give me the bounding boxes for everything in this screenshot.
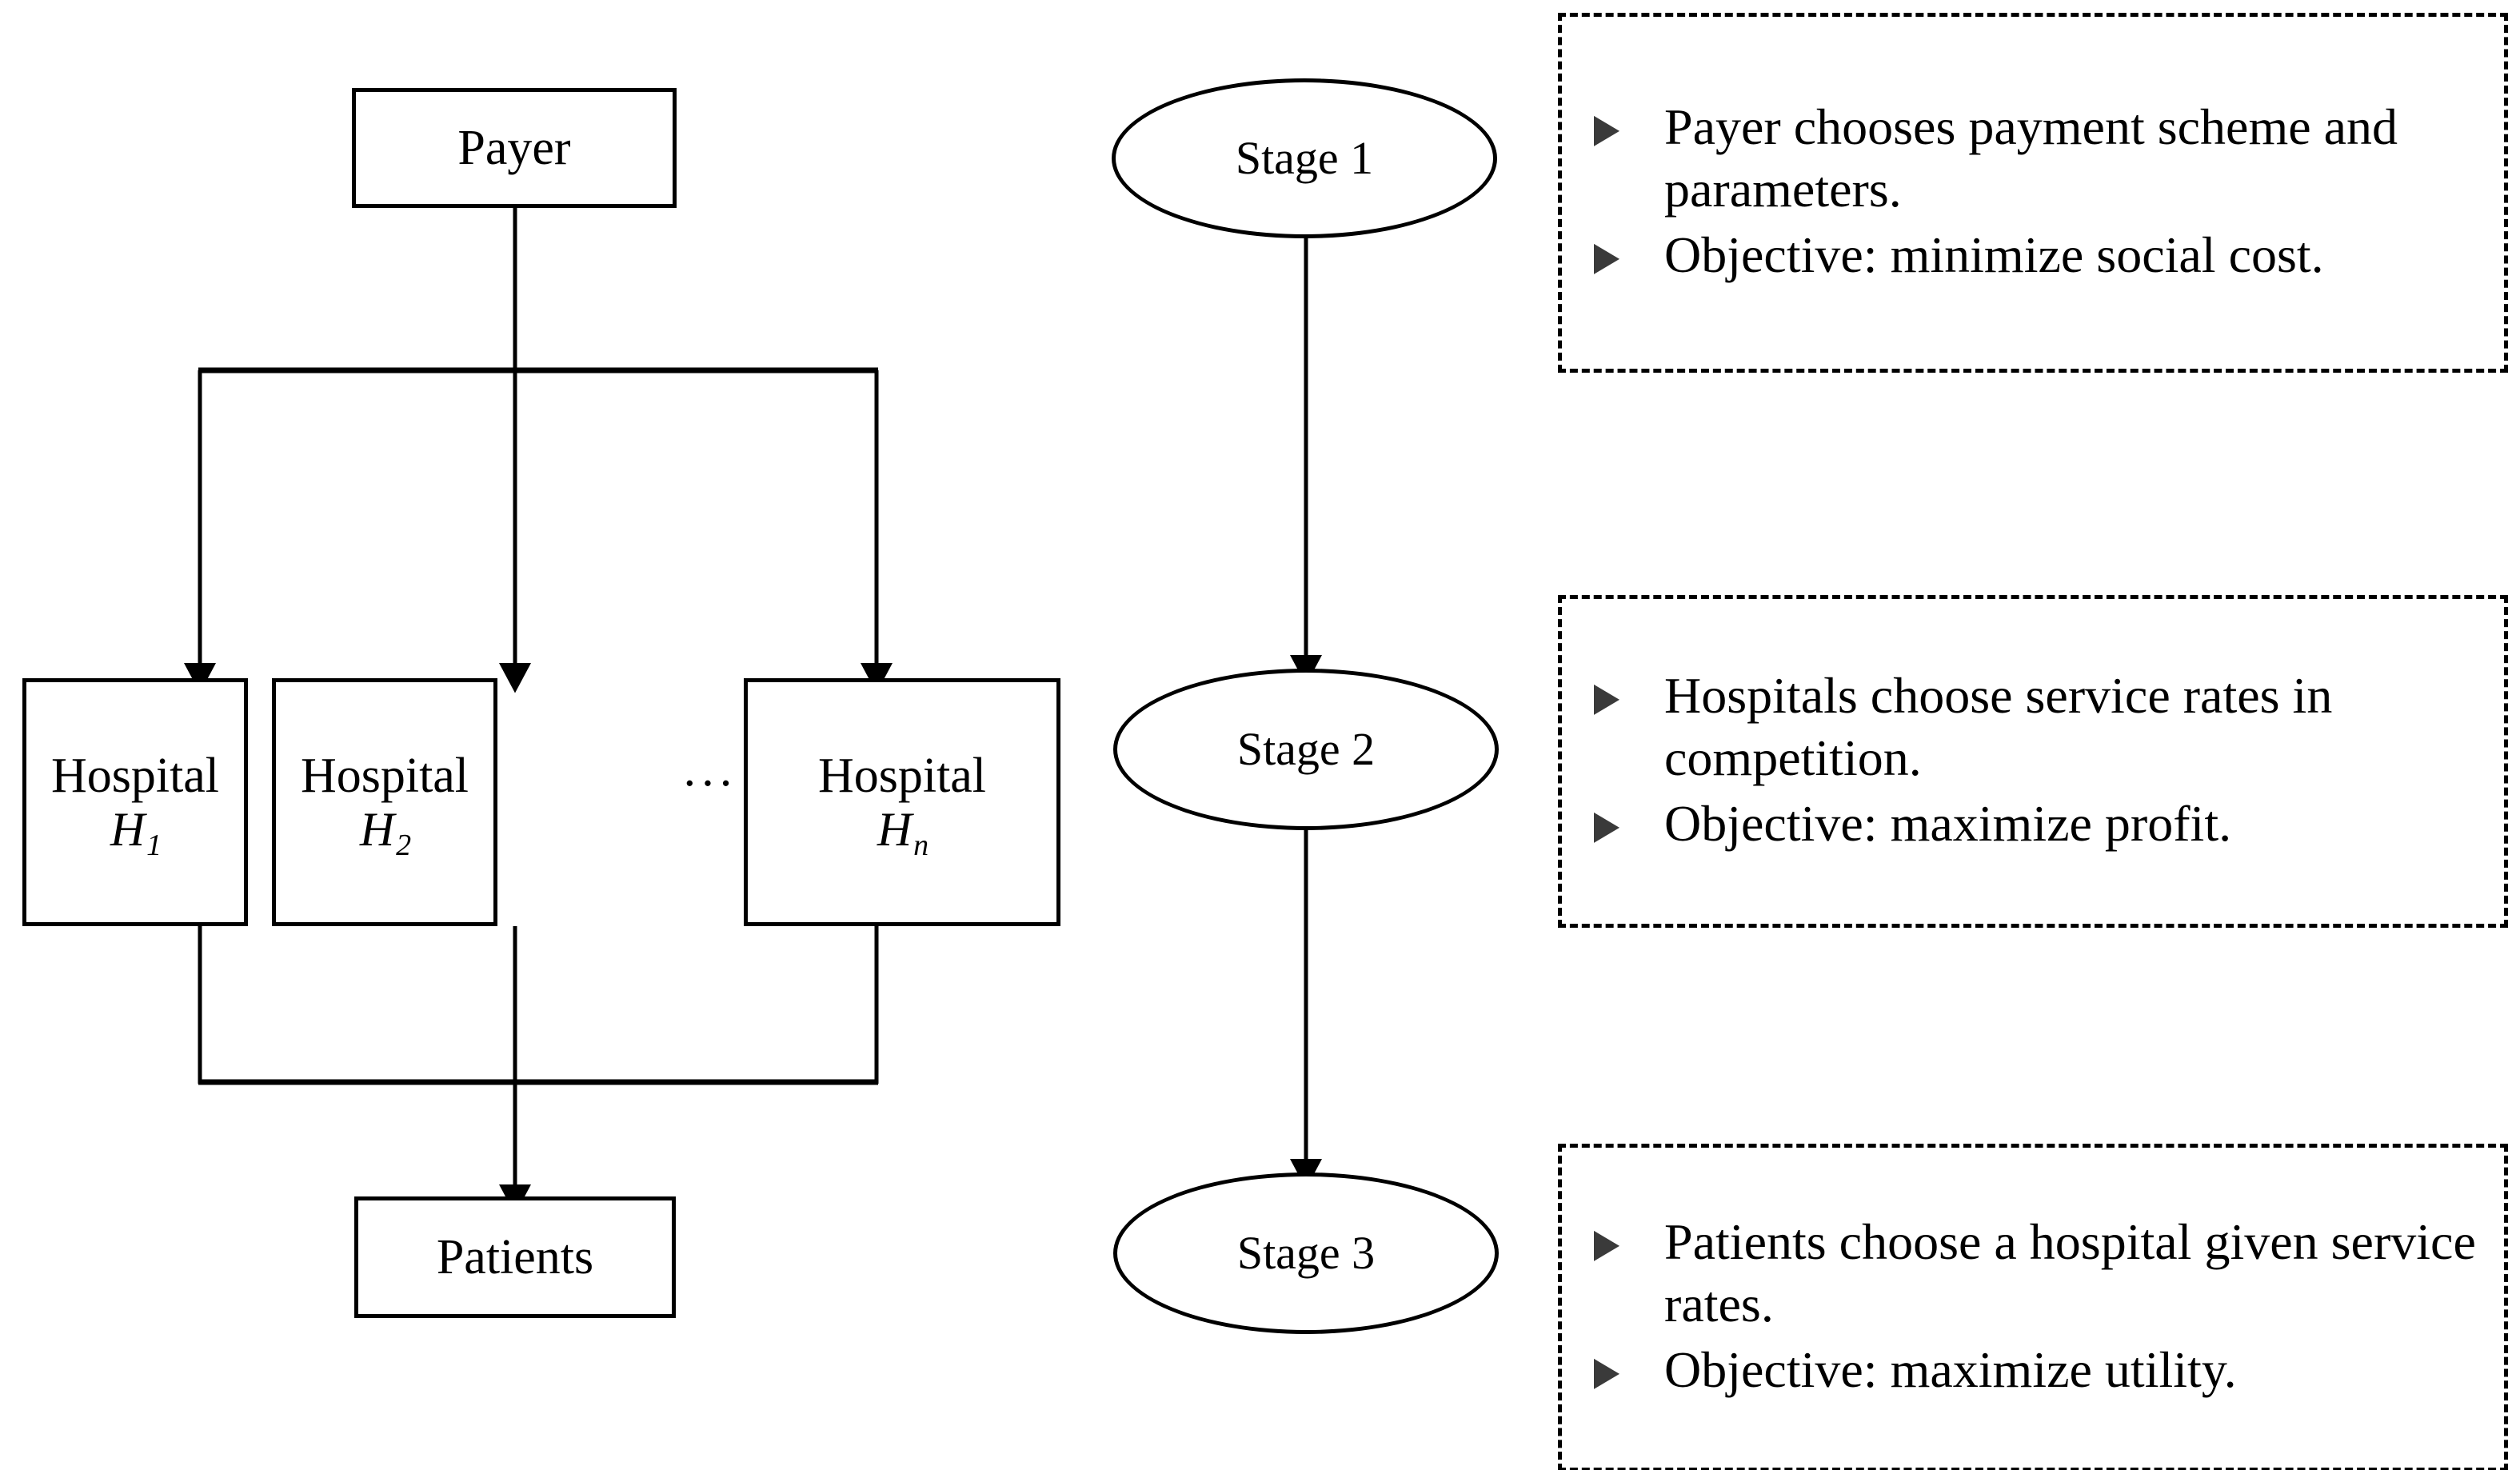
node-stage-1[interactable]: Stage 1 (1112, 78, 1497, 238)
node-hospital-n-label: Hospital Hn (817, 749, 987, 861)
bullet-text: Payer chooses payment scheme and paramet… (1664, 98, 2398, 218)
note-panel-stage-1-body: Payer chooses payment scheme and paramet… (1591, 96, 2490, 290)
node-hospital-2-name: Hospital (300, 749, 469, 803)
bullet-text: Hospitals choose service rates in compet… (1664, 666, 2333, 786)
node-hospital-2-symbol: H2 (301, 803, 469, 861)
node-hospital-n[interactable]: Hospital Hn (744, 678, 1060, 926)
node-hospital-1-symbol-base: H (110, 803, 146, 856)
node-hospital-1-label: Hospital H1 (50, 749, 220, 861)
node-stage-1-label: Stage 1 (1235, 131, 1374, 184)
bullet-text: Patients choose a hospital given service… (1664, 1212, 2476, 1332)
triangle-bullet-icon (1591, 810, 1623, 845)
node-payer-label: Payer (457, 120, 571, 175)
bullet-item: Payer chooses payment scheme and paramet… (1591, 96, 2490, 221)
node-hospital-n-symbol-index: n (913, 829, 929, 862)
bullet-text: Objective: maximize utility. (1664, 1341, 2237, 1399)
node-stage-2-label: Stage 2 (1236, 722, 1376, 775)
bullet-text: Objective: maximize profit. (1664, 795, 2232, 853)
node-stage-3-label: Stage 3 (1236, 1226, 1376, 1279)
triangle-bullet-icon (1591, 114, 1623, 149)
node-hospital-n-symbol: Hn (818, 803, 986, 861)
note-panel-stage-2: Hospitals choose service rates in compet… (1558, 595, 2508, 928)
node-patients[interactable]: Patients (354, 1196, 676, 1318)
bullet-item: Hospitals choose service rates in compet… (1591, 665, 2490, 789)
note-panel-stage-1: Payer chooses payment scheme and paramet… (1558, 13, 2508, 373)
node-hospital-1[interactable]: Hospital H1 (22, 678, 248, 926)
triangle-bullet-icon (1591, 1228, 1623, 1264)
node-hospital-n-name: Hospital (817, 749, 987, 803)
triangle-bullet-icon (1591, 1356, 1623, 1392)
node-hospital-2[interactable]: Hospital H2 (272, 678, 497, 926)
node-hospital-1-name: Hospital (50, 749, 220, 803)
bullet-item: Objective: minimize social cost. (1591, 224, 2490, 286)
node-payer[interactable]: Payer (352, 88, 677, 208)
node-patients-label: Patients (436, 1229, 594, 1284)
hospitals-ellipsis: ··· (681, 757, 736, 811)
triangle-bullet-icon (1591, 242, 1623, 277)
node-hospital-2-symbol-base: H (359, 803, 395, 856)
note-panel-stage-3-body: Patients choose a hospital given service… (1591, 1211, 2490, 1404)
note-panel-stage-2-body: Hospitals choose service rates in compet… (1591, 665, 2490, 858)
bullet-item: Patients choose a hospital given service… (1591, 1211, 2490, 1336)
node-hospital-2-label: Hospital H2 (300, 749, 469, 861)
note-panel-stage-3: Patients choose a hospital given service… (1558, 1144, 2508, 1470)
triangle-bullet-icon (1591, 682, 1623, 717)
node-hospital-2-symbol-index: 2 (396, 829, 412, 862)
bullet-item: Objective: maximize profit. (1591, 793, 2490, 855)
node-stage-2[interactable]: Stage 2 (1113, 669, 1499, 830)
bullet-item: Objective: maximize utility. (1591, 1339, 2490, 1401)
node-hospital-n-symbol-base: H (877, 803, 913, 856)
bullet-text: Objective: minimize social cost. (1664, 226, 2324, 284)
node-hospital-1-symbol: H1 (51, 803, 219, 861)
node-hospital-1-symbol-index: 1 (146, 829, 162, 862)
node-stage-3[interactable]: Stage 3 (1113, 1172, 1499, 1334)
